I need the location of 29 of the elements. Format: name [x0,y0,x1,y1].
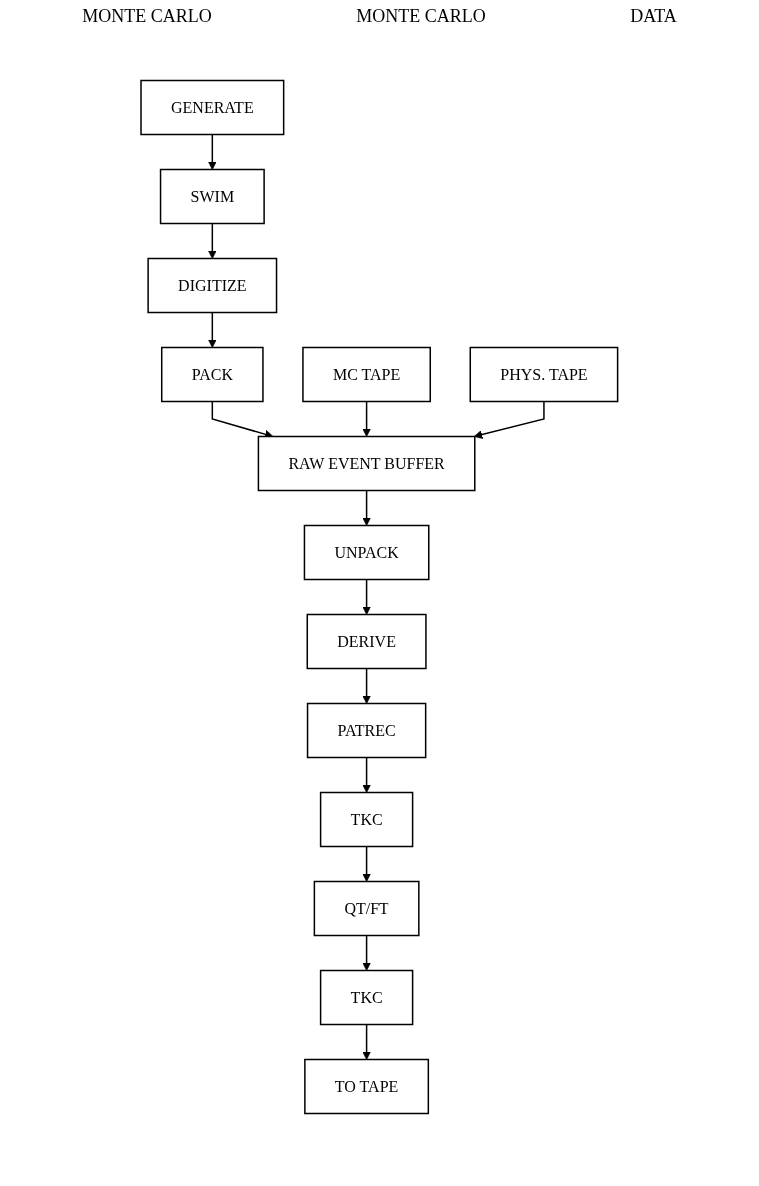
arrow [474,400,545,439]
arrow [362,400,372,437]
node-box: TKC [320,791,414,848]
node-box: TO TAPE [304,1058,430,1115]
node-box: QT/FT [313,880,420,937]
node-box: PHYS. TAPE [469,346,619,403]
arrow [362,667,372,704]
node-box: UNPACK [303,524,430,581]
arrow [208,222,217,259]
node-box: PACK [161,346,264,403]
node-box: TKC [320,969,414,1026]
node-box: GENERATE [140,79,285,136]
node-box: DERIVE [306,613,427,670]
column-heading: MONTE CARLO [356,6,486,27]
arrow [362,756,372,793]
column-heading: MONTE CARLO [82,6,212,27]
arrow [362,1023,372,1060]
node-box: DIGITIZE [147,257,278,314]
arrow [208,311,217,348]
arrow [362,845,372,882]
node-box: MC TAPE [302,346,432,403]
arrow [208,133,217,170]
arrow [362,489,372,526]
column-heading: DATA [630,6,677,27]
arrow [362,578,372,615]
node-box: RAW EVENT BUFFER [257,435,476,492]
arrow [362,934,372,971]
node-box: PATREC [307,702,427,759]
node-box: SWIM [160,168,266,225]
